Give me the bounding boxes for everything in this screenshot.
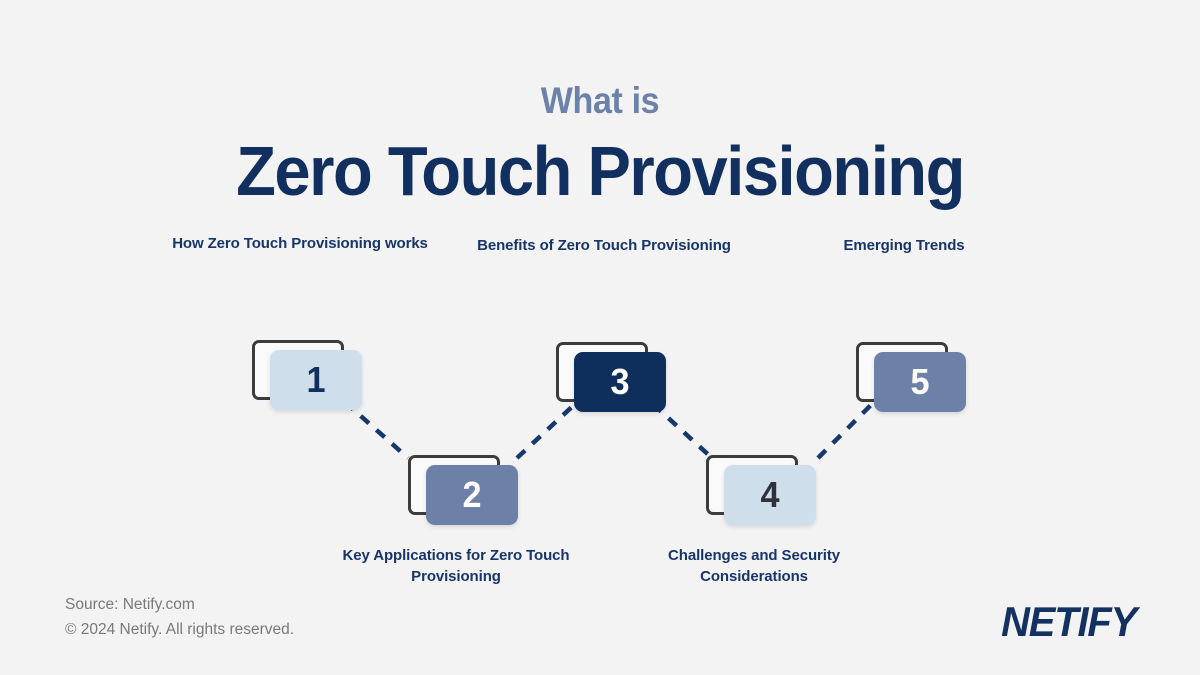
step-2-card-face: 2 (426, 465, 518, 525)
title-main: Zero Touch Provisioning (236, 132, 965, 210)
step-2-number: 2 (462, 474, 482, 515)
footer-source: Source: Netify.com (65, 596, 195, 613)
connector-1-2 (343, 400, 410, 460)
title-kicker: What is (540, 80, 660, 121)
step-3-card[interactable]: 3 (556, 342, 666, 412)
step-1-card[interactable]: 1 (252, 340, 362, 410)
netify-logo: NETIFY (1000, 598, 1137, 645)
connector-3-4 (651, 402, 714, 460)
step-5-card[interactable]: 5 (856, 342, 966, 412)
connector-4-5 (816, 402, 874, 460)
step-2-label: Key Applications for Zero Touch Provisio… (342, 547, 570, 586)
step-3-label: Benefits of Zero Touch Provisioning (477, 236, 731, 254)
step-1-card-face: 1 (270, 350, 362, 410)
step-4-number: 4 (760, 474, 780, 515)
step-1-number: 1 (306, 359, 326, 400)
page-title: What is Zero Touch Provisioning (0, 82, 1200, 209)
step-2-card[interactable]: 2 (408, 455, 518, 525)
step-5-card-face: 5 (874, 352, 966, 412)
step-1-label: How Zero Touch Provisioning works (172, 234, 428, 252)
footer-copyright: © 2024 Netify. All rights reserved. (65, 621, 295, 639)
step-3-number: 3 (610, 361, 630, 402)
step-5-label: Emerging Trends (843, 236, 965, 254)
step-4-card[interactable]: 4 (706, 455, 816, 525)
step-4-label: Challenges and Security Considerations (668, 547, 840, 586)
footer: Source: Netify.com © 2024 Netify. All ri… (65, 592, 294, 642)
step-3-card-face: 3 (574, 352, 666, 412)
step-5-number: 5 (910, 361, 930, 402)
connector-2-3 (515, 402, 577, 460)
step-4-card-face: 4 (724, 465, 816, 525)
